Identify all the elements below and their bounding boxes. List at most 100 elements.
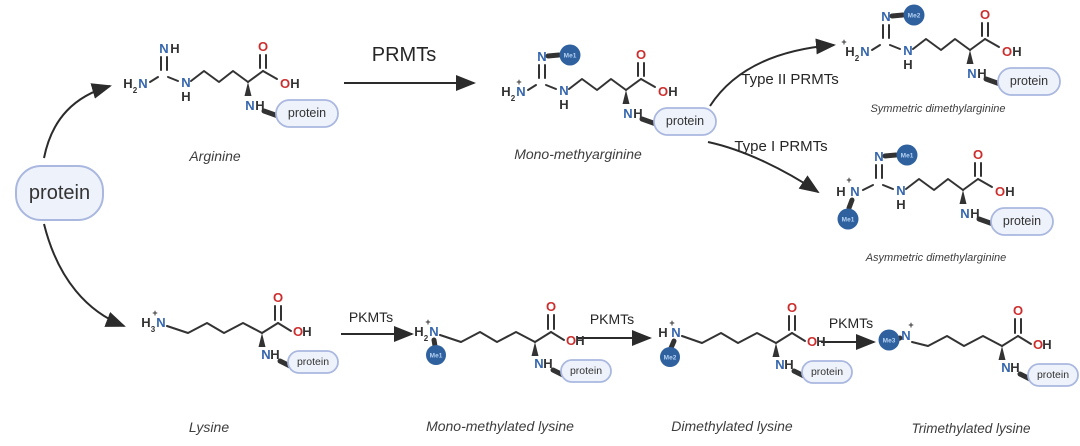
alpha-h: H xyxy=(633,106,642,121)
alpha-h: H xyxy=(970,206,979,221)
methyl-badge-me1-label: Me1 xyxy=(564,53,577,60)
protein-pill xyxy=(287,350,339,374)
amine-plus: + xyxy=(516,77,521,87)
amine-n: N xyxy=(901,328,910,343)
protein-pill xyxy=(1027,363,1079,387)
carbonyl-o: O xyxy=(1013,303,1023,318)
methyl-badge-me2-label: Me2 xyxy=(664,355,677,362)
guanidino-h: H xyxy=(559,97,568,112)
amine-n: N xyxy=(516,84,525,99)
amine-n: N xyxy=(850,184,859,199)
mono-methylarginine-structure: Me1 N H 2 + N N H O O H N H protein xyxy=(501,44,717,136)
guanidino-n: N xyxy=(903,43,912,58)
alpha-h: H xyxy=(784,357,793,372)
hydroxyl-o: O xyxy=(1033,337,1043,352)
alpha-h: H xyxy=(255,98,264,113)
amine-plus: + xyxy=(841,37,846,47)
guanidino-n: N xyxy=(181,75,190,90)
amine-sub2: 2 xyxy=(133,86,138,95)
amine-plus: + xyxy=(908,320,913,330)
methyl-badge-me2-icon xyxy=(660,347,680,367)
label-mono-methylarginine: Mono-methyarginine xyxy=(514,146,642,162)
hydroxyl-o: O xyxy=(658,84,668,99)
dimethylated-lysine-structure: Me2 H + N O O H N H protein xyxy=(658,300,853,384)
symmetric-bonds xyxy=(871,12,1003,87)
imine-n: N xyxy=(881,9,890,24)
alpha-n: N xyxy=(261,347,270,362)
imine-h: H xyxy=(170,41,179,56)
amine-n: N xyxy=(860,44,869,59)
methyl-badge-me1-icon xyxy=(426,345,446,365)
enzyme-label-pkmts-3: PKMTs xyxy=(828,315,874,331)
alpha-n: N xyxy=(960,206,969,221)
arrow-protein-to-lysine xyxy=(43,223,126,327)
lysine-structure: H 3 + N O O H N H protein xyxy=(141,290,339,374)
hydroxyl-o: O xyxy=(807,334,817,349)
mono-methylarginine-bonds xyxy=(527,52,659,127)
hydroxyl-o: O xyxy=(995,184,1005,199)
methyl-badge-me1-icon xyxy=(837,208,859,230)
hydroxyl-o: O xyxy=(280,76,290,91)
hydroxyl-h: H xyxy=(290,76,299,91)
arginine-structure: N H H 2 N N H O O H N H protein xyxy=(123,39,339,128)
carbonyl-o: O xyxy=(258,39,268,54)
hydroxyl-o: O xyxy=(566,333,576,348)
alpha-h: H xyxy=(543,356,552,371)
enzyme-label-pkmts-2: PKMTs xyxy=(589,311,635,327)
amine-h: H xyxy=(845,44,854,59)
carbonyl-o: O xyxy=(273,290,283,305)
amine-n: N xyxy=(138,76,147,91)
label-dimethylated-lysine: Dimethylated lysine xyxy=(671,418,793,434)
mono-methylated-lysine-bonds xyxy=(431,314,566,378)
methyl-badge-me1-icon xyxy=(559,44,581,66)
hydroxyl-h: H xyxy=(816,334,825,349)
label-lysine: Lysine xyxy=(188,419,230,435)
amine-sub2: 2 xyxy=(511,94,516,103)
amine-h: H xyxy=(414,324,423,339)
methyl-badge-me3-label: Me3 xyxy=(883,338,896,345)
amine-plus: + xyxy=(152,308,157,318)
protein-node: protein xyxy=(15,165,104,221)
amine-plus: + xyxy=(425,317,430,327)
symmetric-dimethylarginine-structure: Me2 N + H 2 N N H O O H N H protein xyxy=(841,4,1061,96)
protein-node-label: protein xyxy=(28,181,91,204)
mono-methylated-lysine-structure: Me1 H 2 + N O O H N H protein xyxy=(414,299,612,383)
amine-h: H xyxy=(836,184,845,199)
alpha-h: H xyxy=(977,66,986,81)
carbonyl-o: O xyxy=(787,300,797,315)
hydroxyl-o: O xyxy=(293,324,303,339)
label-mono-methylated-lysine: Mono-methylated lysine xyxy=(426,418,574,434)
label-trimethylated-lysine: Trimethylated lysine xyxy=(911,421,1031,436)
trimethylated-lysine-structure: Me3 + N O O H N H protein xyxy=(878,303,1079,387)
enzyme-label-prmts: PRMTs xyxy=(371,44,437,66)
protein-pill xyxy=(653,107,717,136)
hydroxyl-h: H xyxy=(668,84,677,99)
methyl-badge-me2-icon xyxy=(903,4,925,26)
amine-sub2: 2 xyxy=(424,334,429,343)
methyl-badge-me3-icon xyxy=(878,329,900,351)
amine-plus: + xyxy=(669,318,674,328)
protein-pill-label: protein xyxy=(1010,74,1048,88)
protein-pill xyxy=(990,207,1054,236)
asymmetric-dimethylarginine-structure: Me1 Me1 N H + N N H O O H N H protein xyxy=(836,144,1054,236)
methyl-badge-me1-label: Me1 xyxy=(430,353,443,360)
hydroxyl-h: H xyxy=(1005,184,1014,199)
protein-pill xyxy=(997,67,1061,96)
guanidino-n: N xyxy=(559,83,568,98)
alpha-n: N xyxy=(1001,360,1010,375)
imine-n: N xyxy=(537,49,546,64)
protein-pill-label: protein xyxy=(666,114,704,128)
enzyme-label-type1-prmts: Type I PRMTs xyxy=(734,138,828,155)
label-symmetric-dimethylarginine: Symmetric dimethylarginine xyxy=(870,103,1006,115)
guanidino-h: H xyxy=(181,89,190,104)
methyl-badge-me2-label: Me2 xyxy=(908,13,921,20)
label-arginine: Arginine xyxy=(189,148,241,164)
amine-n: N xyxy=(671,325,680,340)
imine-n: N xyxy=(874,149,883,164)
guanidino-h: H xyxy=(903,57,912,72)
hydroxyl-o: O xyxy=(1002,44,1012,59)
alpha-h: H xyxy=(270,347,279,362)
methyl-badge-me1-icon xyxy=(896,144,918,166)
protein-pill-label: protein xyxy=(1037,369,1069,381)
